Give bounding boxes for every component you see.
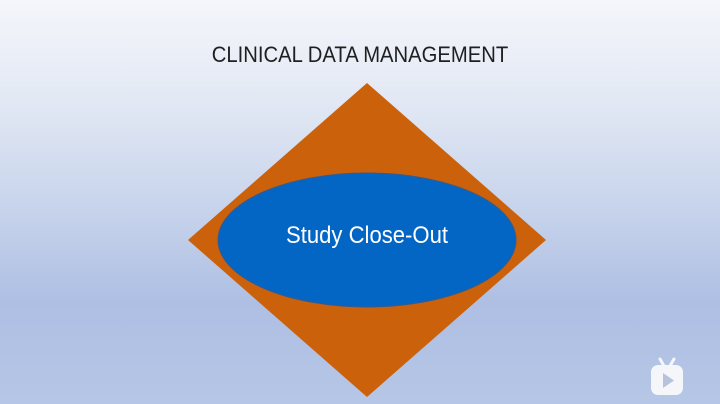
- slide-title: CLINICAL DATA MANAGEMENT: [211, 42, 509, 67]
- ellipse-shape: [217, 172, 517, 308]
- diagram-label: Study Close-Out: [285, 222, 448, 249]
- tv-play-icon[interactable]: [650, 356, 684, 396]
